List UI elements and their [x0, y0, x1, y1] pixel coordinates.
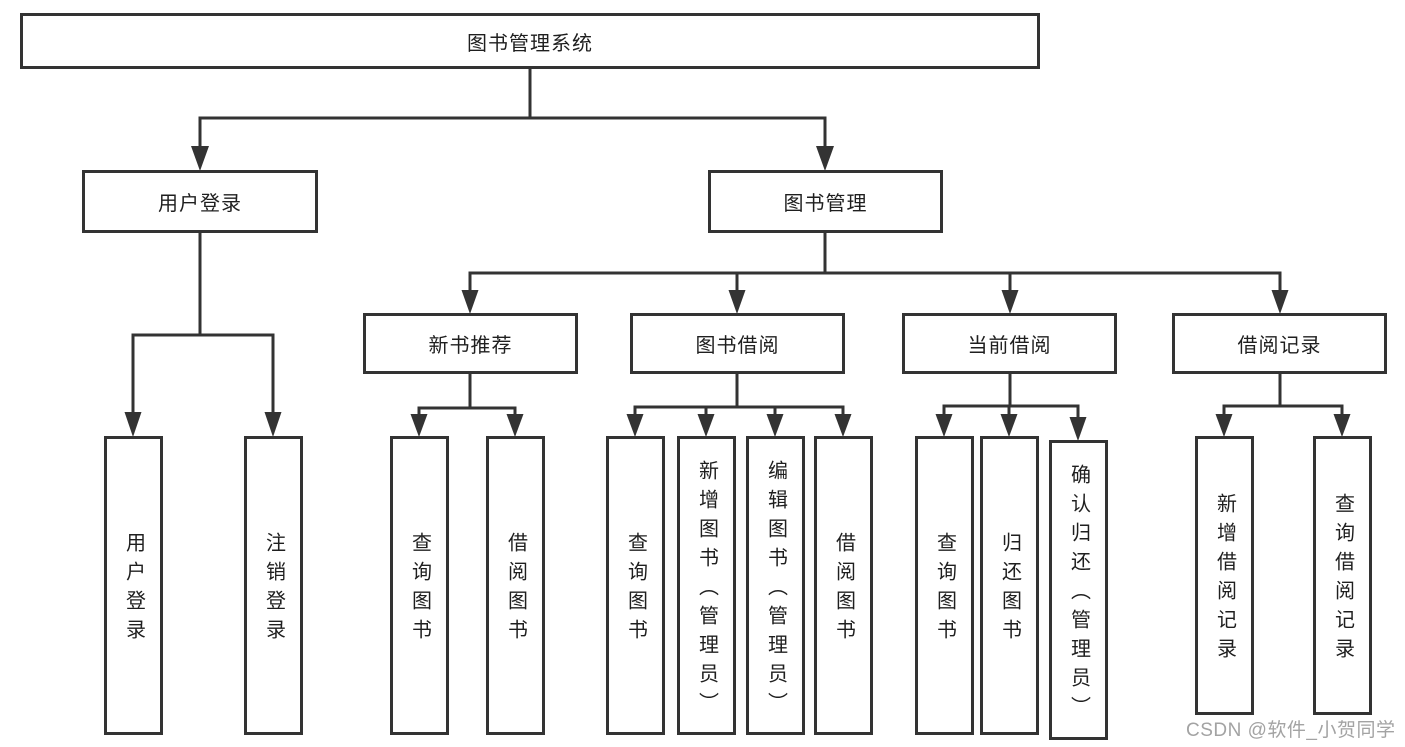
node-leaf-query-book-3: 查询图书 — [915, 436, 974, 735]
arrowheads — [124, 146, 1351, 441]
connector-strokes — [131, 69, 1344, 419]
node-label: 查询图书 — [408, 532, 431, 648]
node-leaf-user-login: 用户登录 — [104, 436, 163, 735]
node-label: 借阅图书 — [504, 532, 527, 648]
node-leaf-query-borrow-record: 查询借阅记录 — [1313, 436, 1372, 715]
node-root-system: 图书管理系统 — [20, 13, 1040, 69]
node-label: 当前借阅 — [967, 335, 1052, 357]
node-label: 图书管理系统 — [467, 32, 593, 55]
node-user-login-module: 用户登录 — [82, 170, 318, 233]
node-label: 用户登录 — [158, 193, 242, 215]
node-label: 借阅记录 — [1237, 335, 1322, 357]
node-label: 归还图书 — [998, 532, 1021, 648]
node-label: 新增图书（管理员） — [695, 459, 718, 721]
node-label: 用户登录 — [122, 532, 145, 648]
node-leaf-borrow-book-1: 借阅图书 — [486, 436, 545, 735]
node-leaf-borrow-book-2: 借阅图书 — [814, 436, 873, 735]
node-leaf-add-borrow-record: 新增借阅记录 — [1195, 436, 1254, 715]
node-label: 确认归还（管理员） — [1067, 464, 1090, 725]
node-current-borrow: 当前借阅 — [902, 313, 1117, 374]
node-leaf-add-book-admin: 新增图书（管理员） — [677, 436, 736, 735]
node-label: 图书借阅 — [695, 335, 780, 357]
node-label: 查询图书 — [624, 532, 647, 648]
node-label: 图书管理 — [783, 193, 868, 215]
node-book-management-module: 图书管理 — [708, 170, 943, 233]
node-label: 借阅图书 — [832, 532, 855, 648]
node-label: 查询借阅记录 — [1331, 493, 1354, 667]
node-leaf-query-book-2: 查询图书 — [606, 436, 665, 735]
node-label: 编辑图书（管理员） — [764, 459, 787, 721]
node-leaf-logout: 注销登录 — [244, 436, 303, 735]
node-label: 新书推荐 — [428, 335, 513, 357]
node-leaf-query-book-1: 查询图书 — [390, 436, 449, 735]
node-leaf-confirm-return-admin: 确认归还（管理员） — [1049, 440, 1108, 740]
node-label: 新增借阅记录 — [1213, 493, 1236, 667]
node-borrow-record: 借阅记录 — [1172, 313, 1387, 374]
node-leaf-return-book: 归还图书 — [980, 436, 1039, 735]
node-label: 查询图书 — [933, 532, 956, 648]
node-book-borrow: 图书借阅 — [630, 313, 845, 374]
node-leaf-edit-book-admin: 编辑图书（管理员） — [746, 436, 805, 735]
node-new-book-recommend: 新书推荐 — [363, 313, 578, 374]
csdn-watermark: CSDN @软件_小贺同学 — [1186, 720, 1396, 741]
node-label: 注销登录 — [262, 532, 285, 648]
